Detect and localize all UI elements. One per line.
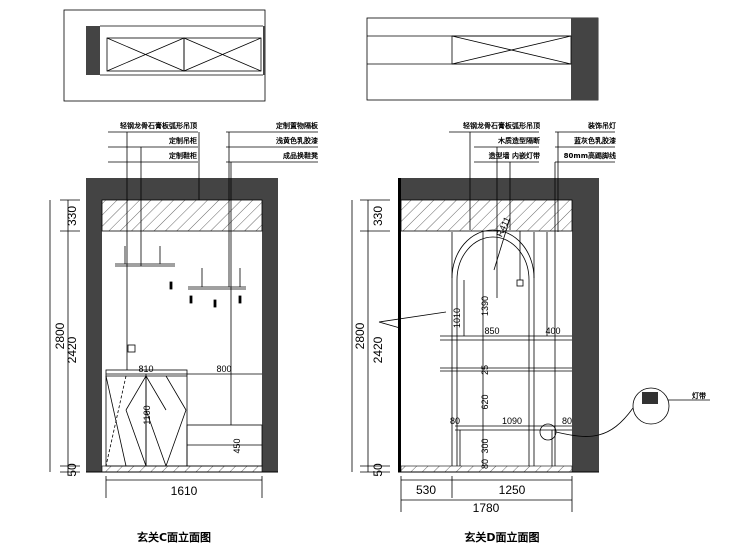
d-label-feature-wall: 造型墙 内嵌灯带 (489, 151, 540, 160)
plan-view-d (366, 17, 599, 101)
elevation-d: 轻钢龙骨石膏板弧形吊顶 木质造型隔断 造型墙 内嵌灯带 装饰吊灯 蓝灰色乳胶漆 … (351, 121, 710, 544)
c-label-shoe-cabinet: 定制鞋柜 (169, 151, 197, 160)
d-label-ceiling: 轻钢龙骨石膏板弧形吊顶 (463, 121, 540, 130)
d-dim-arch-height: 1390 (480, 296, 490, 316)
d-dim-total-height: 2800 (353, 322, 367, 349)
c-dim-cabinet-height: 1100 (142, 405, 152, 424)
elevation-c: 轻钢龙骨石膏板弧形吊顶 定制吊柜 定制鞋柜 定制置物隔板 浅黄色乳胶漆 成品换鞋… (49, 121, 319, 544)
d-dim-25: 25 (480, 365, 490, 375)
c-dim-mid-height: 2420 (65, 336, 79, 363)
c-label-ceiling: 轻钢龙骨石膏板弧形吊顶 (120, 121, 197, 130)
d-dim-80c: 80 (480, 459, 490, 469)
d-dim-width: 1780 (473, 501, 500, 515)
d-label-paint: 蓝灰色乳胶漆 (574, 136, 616, 145)
c-dim-width: 1610 (171, 484, 198, 498)
c-dim-base: 50 (65, 463, 79, 477)
d-dim-530: 530 (416, 483, 436, 497)
d-title: 玄关D面立面图 (464, 530, 539, 544)
d-label-partition: 木质造型隔断 (497, 136, 540, 145)
d-dim-base: 50 (371, 463, 385, 477)
d-dim-side-height: 1010 (452, 308, 462, 328)
d-dim-80a: 80 (450, 416, 460, 426)
plan-view-c (63, 9, 266, 102)
d-dim-80b: 80 (562, 416, 572, 426)
d-label-detail-light-strip: 灯带 (692, 391, 706, 400)
d-dim-300: 300 (480, 438, 490, 453)
c-dim-bench-height: 450 (232, 438, 242, 453)
c-label-paint: 浅黄色乳胶漆 (276, 136, 318, 145)
d-dim-400: 400 (545, 326, 560, 336)
c-dim-ceiling: 330 (65, 206, 79, 226)
d-dim-1090: 1090 (502, 416, 522, 426)
c-dim-cabinet-width: 810 (138, 364, 153, 374)
c-label-bench: 成品换鞋凳 (283, 151, 319, 160)
c-label-hanging-cabinet: 定制吊柜 (169, 136, 197, 145)
c-title: 玄关C面立面图 (137, 530, 211, 544)
d-dim-1250: 1250 (499, 483, 526, 497)
c-dim-total-height: 2800 (53, 322, 67, 349)
c-label-shelf: 定制置物隔板 (276, 121, 319, 130)
c-dim-bench-width: 800 (216, 364, 231, 374)
d-dim-850: 850 (484, 326, 499, 336)
d-dim-ceiling: 330 (371, 206, 385, 226)
d-dim-mid-height: 2420 (371, 336, 385, 363)
d-label-skirting: 80mm高踢脚线 (564, 151, 616, 160)
d-label-pendant-lamp: 装饰吊灯 (587, 121, 616, 130)
d-dim-620: 620 (480, 394, 490, 409)
